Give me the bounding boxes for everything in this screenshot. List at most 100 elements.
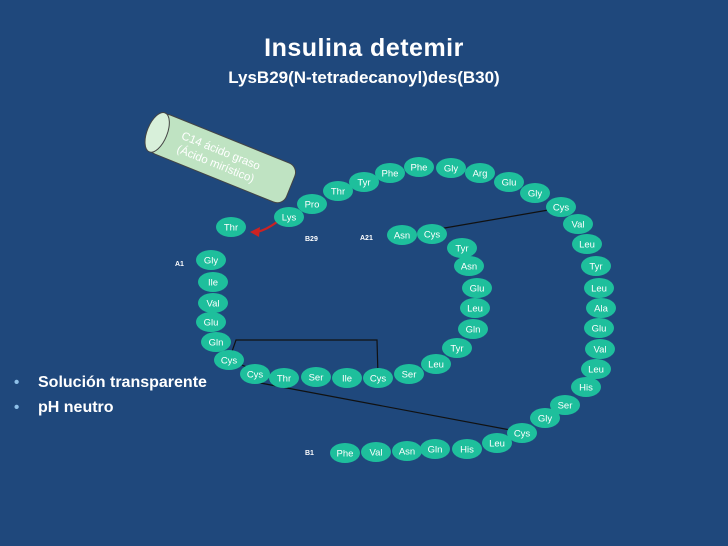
- bullet-icon: •: [14, 399, 20, 416]
- residue-bubble: [392, 441, 422, 461]
- residue-bubble: [585, 339, 615, 359]
- residue-glu: Glu: [584, 318, 614, 338]
- disulfide-bridge-a20-b19: [432, 207, 561, 231]
- residue-label: Asn: [461, 262, 477, 273]
- residue-label: Cys: [553, 203, 570, 214]
- residue-his: His: [571, 377, 601, 397]
- residue-phe: Phe: [375, 163, 405, 183]
- residue-label: Val: [369, 448, 382, 459]
- residue-bubble: [586, 298, 616, 318]
- residue-pro: Pro: [297, 194, 327, 214]
- residue-ile: Ile: [198, 272, 228, 292]
- bullet-item: •Solución transparente: [14, 370, 207, 395]
- residue-leu: Leu: [460, 298, 490, 318]
- residue-bubble: [420, 439, 450, 459]
- residue-leu: Leu: [421, 354, 451, 374]
- residue-his: His: [452, 439, 482, 459]
- residue-label: Gly: [204, 256, 219, 267]
- residue-bubble: [571, 377, 601, 397]
- residue-bubble: [363, 368, 393, 388]
- residue-label: Gln: [209, 338, 224, 349]
- residue-label: Cys: [247, 370, 264, 381]
- residue-thr: Thr: [216, 217, 246, 237]
- residue-bubble: [297, 194, 327, 214]
- residue-lys: Lys: [274, 207, 304, 227]
- residue-cys: Cys: [417, 224, 447, 244]
- residue-label: Glu: [204, 318, 219, 329]
- residue-bubble: [520, 183, 550, 203]
- residue-label: Ile: [208, 278, 218, 289]
- residue-bubble: [584, 278, 614, 298]
- residue-bubble: [546, 197, 576, 217]
- residue-label: His: [460, 445, 474, 456]
- residue-bubble: [421, 354, 451, 374]
- residue-leu: Leu: [482, 433, 512, 453]
- residue-val: Val: [563, 214, 593, 234]
- residue-bubble: [458, 319, 488, 339]
- residue-label: His: [579, 383, 593, 394]
- residue-tyr: Tyr: [349, 172, 379, 192]
- residue-bubble: [214, 350, 244, 370]
- residue-bubble: [507, 423, 537, 443]
- chain-label-a21: A21: [360, 235, 373, 242]
- bullet-item: • pH neutro: [14, 395, 207, 420]
- residue-bubble: [454, 256, 484, 276]
- residue-bubble: [240, 364, 270, 384]
- residue-bubble: [274, 207, 304, 227]
- residue-bubble: [361, 442, 391, 462]
- chain-label-a1: A1: [175, 261, 184, 268]
- residue-label: Tyr: [589, 262, 602, 273]
- residue-label: Asn: [394, 231, 410, 242]
- residue-label: Thr: [277, 374, 291, 385]
- residue-gln: Gln: [458, 319, 488, 339]
- residue-bubble: [584, 318, 614, 338]
- residue-bubble: [563, 214, 593, 234]
- fatty-acid-cylinder: C14 ácido graso (Ácido mirístico): [144, 112, 297, 204]
- residue-bubble: [462, 278, 492, 298]
- residue-phe: Phe: [404, 157, 434, 177]
- residue-bubble: [269, 368, 299, 388]
- residue-glu: Glu: [196, 312, 226, 332]
- residue-ser: Ser: [301, 367, 331, 387]
- residue-label: Ser: [309, 373, 324, 384]
- residue-tyr: Tyr: [581, 256, 611, 276]
- residue-bubble: [482, 433, 512, 453]
- residue-label: Tyr: [455, 244, 468, 255]
- residue-cys: Cys: [507, 423, 537, 443]
- slide-subtitle: LysB29(N-tetradecanoyl)des(B30): [228, 68, 500, 87]
- residue-label: Gln: [428, 445, 443, 456]
- residue-bubble: [330, 443, 360, 463]
- residue-bubble: [442, 338, 472, 358]
- residue-cys: Cys: [546, 197, 576, 217]
- residue-label: Glu: [502, 178, 517, 189]
- residue-val: Val: [198, 293, 228, 313]
- residue-ile: Ile: [332, 368, 362, 388]
- residue-bubble: [323, 181, 353, 201]
- bullet-text: pH neutro: [38, 399, 114, 416]
- residue-bubble: [198, 293, 228, 313]
- residue-label: Cys: [424, 230, 441, 241]
- residue-gly: Gly: [530, 408, 560, 428]
- residue-label: Val: [206, 299, 219, 310]
- residue-label: Arg: [473, 169, 488, 180]
- residue-label: Tyr: [357, 178, 370, 189]
- residue-bubble: [581, 359, 611, 379]
- residue-label: Leu: [591, 284, 607, 295]
- residue-label: Pro: [305, 200, 320, 211]
- residue-ser: Ser: [394, 364, 424, 384]
- residue-thr: Thr: [269, 368, 299, 388]
- residue-asn: Asn: [454, 256, 484, 276]
- residue-bubble: [530, 408, 560, 428]
- residue-label: Val: [571, 220, 584, 231]
- residue-label: Cys: [370, 374, 387, 385]
- residue-bubble: [581, 256, 611, 276]
- residue-arg: Arg: [465, 163, 495, 183]
- residue-bubble: [332, 368, 362, 388]
- residue-label: Ser: [402, 370, 417, 381]
- residue-leu: Leu: [584, 278, 614, 298]
- residue-bubble: [349, 172, 379, 192]
- residue-gly: Gly: [196, 250, 226, 270]
- bullet-icon: •: [14, 374, 20, 391]
- residue-label: Glu: [470, 284, 485, 295]
